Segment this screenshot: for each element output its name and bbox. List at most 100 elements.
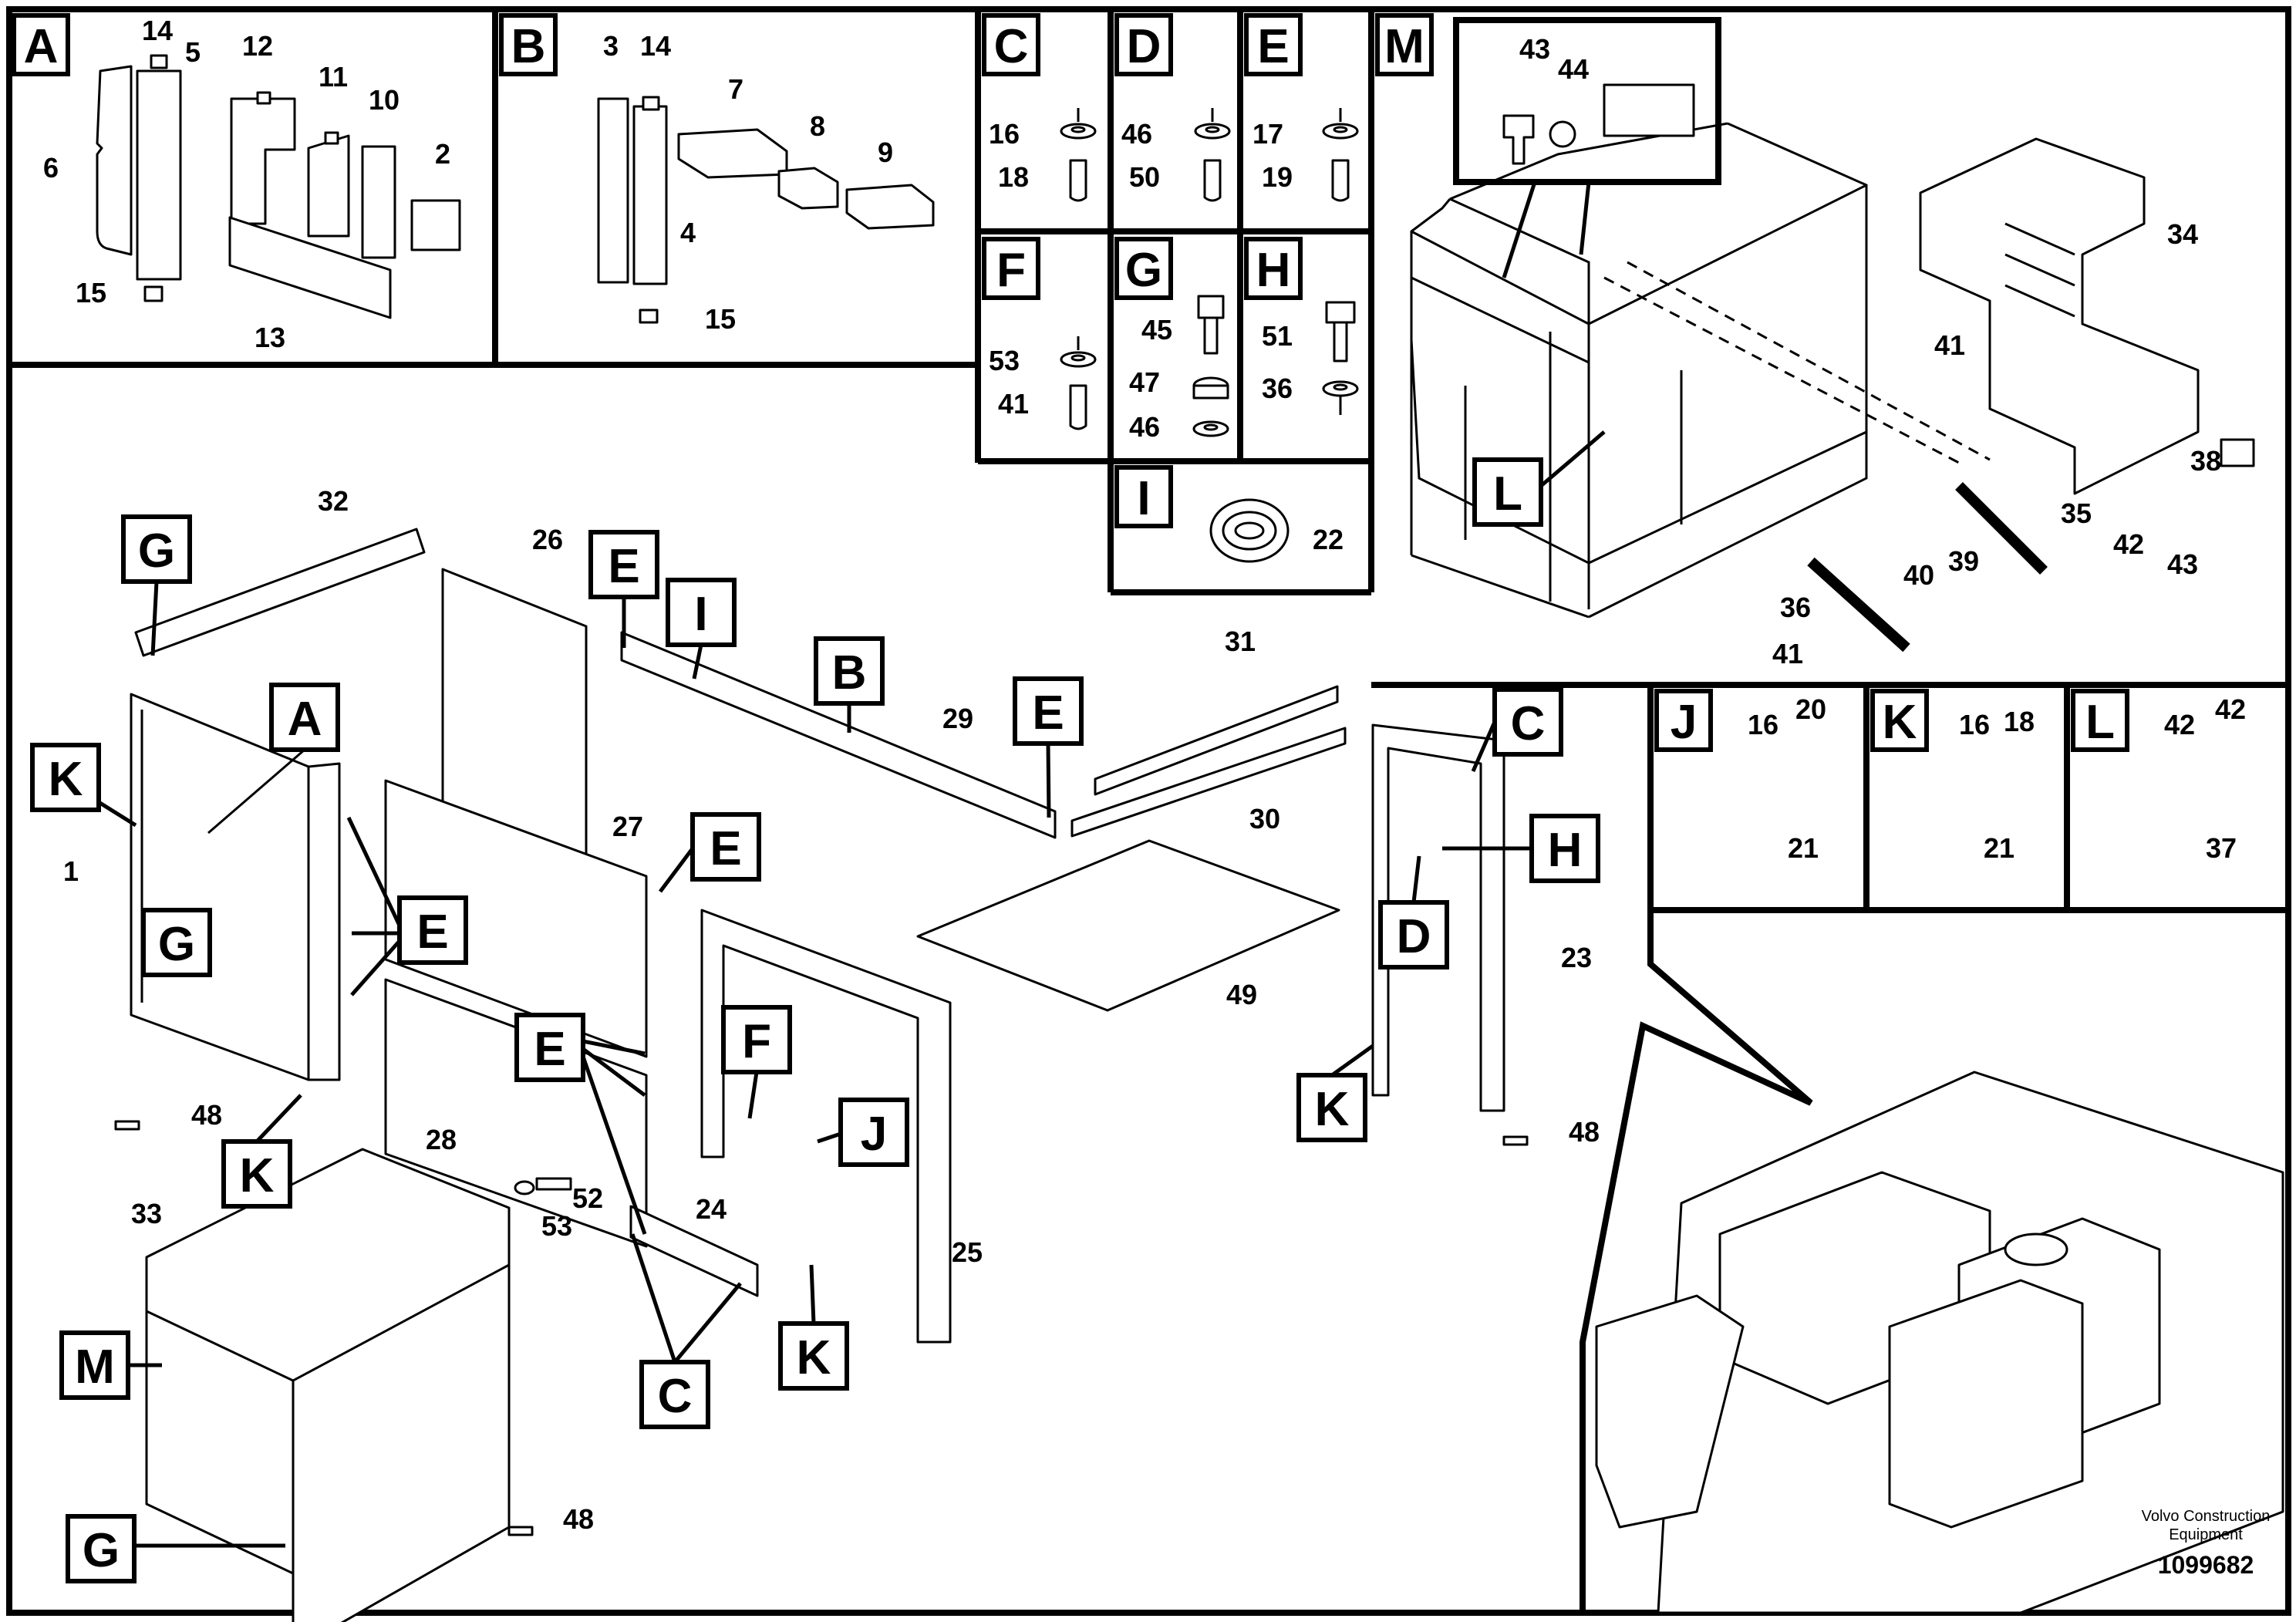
callout-leaders bbox=[97, 181, 1606, 1548]
tag-e-callout: E bbox=[514, 1013, 585, 1082]
svg-text:B: B bbox=[511, 20, 546, 73]
document-number: 1099682 bbox=[2158, 1551, 2254, 1579]
panel-b-parts bbox=[597, 96, 935, 324]
svg-text:E: E bbox=[534, 1023, 565, 1076]
svg-text:J: J bbox=[861, 1108, 887, 1161]
tag-k-callout: K bbox=[1296, 1073, 1367, 1142]
part-label: 42 bbox=[2113, 528, 2144, 560]
part-label: 7 bbox=[728, 73, 743, 105]
svg-text:G: G bbox=[138, 524, 175, 578]
svg-text:I: I bbox=[1137, 472, 1150, 525]
part-label: 41 bbox=[1934, 329, 1965, 361]
part-label: 26 bbox=[532, 524, 563, 555]
part-label: 22 bbox=[1313, 524, 1344, 555]
tag-g-header: G bbox=[1114, 237, 1173, 300]
tag-j-callout: J bbox=[838, 1098, 909, 1167]
tag-i-callout: I bbox=[666, 578, 737, 647]
part-label: 12 bbox=[242, 30, 273, 62]
part-label: 16 bbox=[989, 118, 1020, 150]
svg-text:C: C bbox=[994, 20, 1029, 73]
part-label: 14 bbox=[142, 15, 173, 46]
tag-a-callout: A bbox=[269, 683, 340, 752]
part-label: 5 bbox=[185, 36, 201, 68]
tag-k-callout: K bbox=[778, 1321, 849, 1391]
part-label: 40 bbox=[1903, 559, 1934, 591]
svg-text:D: D bbox=[1397, 910, 1431, 963]
panel-m-parts bbox=[1410, 83, 2255, 653]
part-label: 43 bbox=[2167, 548, 2198, 580]
part-label: 33 bbox=[131, 1198, 162, 1229]
hardware-panels bbox=[1060, 108, 1359, 563]
part-label: 53 bbox=[989, 345, 1020, 376]
tag-f-callout: F bbox=[721, 1005, 792, 1074]
part-label: 42 bbox=[2215, 693, 2246, 725]
part-label: 51 bbox=[1262, 320, 1293, 352]
part-label: 20 bbox=[1795, 693, 1826, 725]
part-label: 2 bbox=[435, 138, 450, 170]
part-label: 29 bbox=[942, 703, 973, 734]
part-label: 11 bbox=[319, 61, 348, 93]
tag-e-header: E bbox=[1244, 13, 1303, 76]
svg-text:E: E bbox=[710, 822, 741, 875]
tag-d-callout: D bbox=[1378, 900, 1449, 969]
tag-l-callout: L bbox=[1472, 457, 1543, 527]
svg-text:D: D bbox=[1127, 20, 1161, 73]
tag-h-header: H bbox=[1244, 237, 1303, 300]
main-assembly bbox=[114, 528, 1529, 1622]
tag-d-header: D bbox=[1114, 13, 1173, 76]
tag-a-header: A bbox=[12, 13, 70, 76]
svg-text:G: G bbox=[158, 918, 195, 971]
part-label: 16 bbox=[1748, 709, 1778, 740]
footer: Volvo Construction Equipment 1099682 bbox=[2142, 1508, 2271, 1579]
part-label: 36 bbox=[1262, 373, 1293, 404]
part-label: 46 bbox=[1129, 411, 1160, 443]
tag-l-header: L bbox=[2071, 689, 2129, 752]
svg-text:A: A bbox=[24, 20, 59, 73]
tag-k-callout: K bbox=[221, 1139, 292, 1209]
svg-text:K: K bbox=[1883, 696, 1917, 749]
tag-j-header: J bbox=[1654, 689, 1713, 752]
part-label: 21 bbox=[1788, 832, 1819, 864]
tag-c-header: C bbox=[982, 13, 1040, 76]
part-label: 10 bbox=[369, 84, 400, 116]
part-label: 18 bbox=[998, 161, 1029, 193]
part-label: 31 bbox=[1225, 626, 1256, 657]
part-label: 48 bbox=[1569, 1116, 1600, 1148]
tag-f-header: F bbox=[982, 237, 1040, 300]
part-label: 14 bbox=[640, 30, 671, 62]
part-label: 46 bbox=[1121, 118, 1152, 150]
svg-text:L: L bbox=[2085, 696, 2115, 749]
svg-text:M: M bbox=[1384, 20, 1424, 73]
tag-e-callout: E bbox=[1013, 676, 1084, 746]
part-label: 43 bbox=[1519, 33, 1550, 65]
svg-text:K: K bbox=[240, 1149, 275, 1202]
svg-text:H: H bbox=[1256, 244, 1291, 297]
part-number-labels: 14 5 6 12 11 10 2 15 13 3 14 7 8 9 4 15 … bbox=[43, 15, 2246, 1535]
part-label: 49 bbox=[1226, 979, 1257, 1010]
tag-e-callout: E bbox=[397, 895, 468, 965]
svg-text:F: F bbox=[996, 244, 1026, 297]
part-label: 16 bbox=[1959, 709, 1990, 740]
svg-text:K: K bbox=[1315, 1083, 1350, 1136]
svg-text:G: G bbox=[1125, 244, 1162, 297]
part-label: 37 bbox=[2206, 832, 2237, 864]
svg-text:E: E bbox=[608, 540, 639, 593]
part-label: 27 bbox=[612, 811, 643, 842]
part-label: 36 bbox=[1780, 592, 1811, 623]
svg-text:K: K bbox=[49, 753, 83, 806]
part-label: 32 bbox=[318, 485, 349, 517]
tag-b-callout: B bbox=[814, 636, 885, 706]
part-label: 45 bbox=[1141, 314, 1172, 346]
part-label: 39 bbox=[1948, 545, 1979, 577]
part-label: 42 bbox=[2164, 709, 2195, 740]
part-label: 4 bbox=[680, 217, 696, 248]
inset-machine-view bbox=[1595, 1071, 2284, 1614]
part-label: 3 bbox=[603, 30, 619, 62]
svg-text:I: I bbox=[694, 588, 707, 641]
part-label: 6 bbox=[43, 152, 59, 184]
tag-k-header: K bbox=[1870, 689, 1929, 752]
part-label: 23 bbox=[1561, 942, 1592, 973]
part-label: 47 bbox=[1129, 366, 1160, 398]
tag-m-header: M bbox=[1375, 13, 1434, 76]
part-label: 15 bbox=[705, 303, 736, 335]
